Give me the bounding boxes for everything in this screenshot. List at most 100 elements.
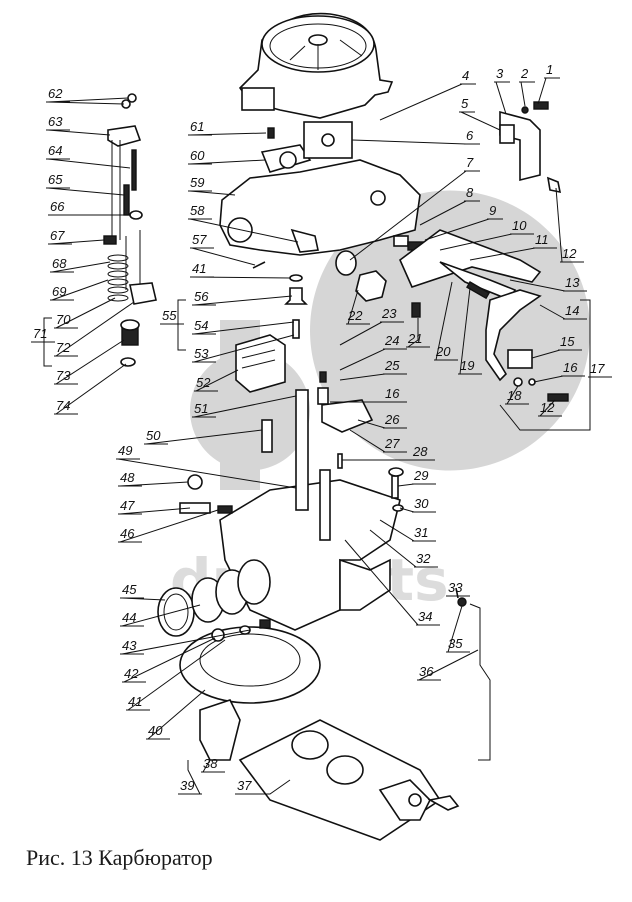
callout-10: 10 <box>510 218 534 235</box>
callout-number: 13 <box>565 275 580 290</box>
callout-number: 26 <box>384 412 400 427</box>
accelerator-pump-assembly <box>103 93 157 367</box>
callout-number: 46 <box>120 526 135 541</box>
callout-26: 26 <box>383 412 407 429</box>
callout-41: 41 <box>190 261 214 278</box>
callout-45: 45 <box>120 582 144 599</box>
callout-number: 31 <box>414 525 428 540</box>
callout-number: 12 <box>562 246 577 261</box>
callout-number: 58 <box>190 203 205 218</box>
callout-number: 47 <box>120 498 135 513</box>
carburetor-cover <box>219 121 421 256</box>
callout-14: 14 <box>563 303 587 320</box>
callout-25: 25 <box>383 358 407 375</box>
callout-number: 29 <box>413 468 428 483</box>
callout-27: 27 <box>383 436 407 453</box>
bracket-assembly <box>499 101 562 194</box>
callout-number: 11 <box>535 232 549 247</box>
callout-38: 38 <box>201 756 225 773</box>
callout-63: 63 <box>46 114 70 131</box>
callout-number: 14 <box>565 303 579 318</box>
callout-number: 71 <box>33 326 47 341</box>
cover-small-parts <box>252 127 569 402</box>
callout-number: 39 <box>180 778 194 793</box>
figure-caption: Рис. 13 Карбюратор <box>26 845 213 870</box>
callout-12: 12 <box>560 246 584 263</box>
callout-44: 44 <box>120 610 144 627</box>
callout-1: 1 <box>544 62 560 79</box>
callout-64: 64 <box>46 143 70 160</box>
callout-48: 48 <box>118 470 142 487</box>
callout-number: 73 <box>56 368 71 383</box>
callout-number: 49 <box>118 443 132 458</box>
callout-number: 45 <box>122 582 137 597</box>
callout-number: 38 <box>203 756 218 771</box>
callout-69: 69 <box>50 284 74 301</box>
callout-56: 56 <box>192 289 216 306</box>
callout-number: 12 <box>540 400 555 415</box>
callout-70: 70 <box>54 312 78 329</box>
callout-28: 28 <box>411 444 435 461</box>
callout-51: 51 <box>192 401 216 418</box>
callout-61: 61 <box>188 119 212 136</box>
callout-39: 39 <box>178 778 202 795</box>
choke-rings <box>157 559 271 637</box>
callout-50: 50 <box>144 428 168 445</box>
callout-23: 23 <box>380 306 404 323</box>
callout-32: 32 <box>414 551 438 568</box>
callout-16: 16 <box>561 360 585 377</box>
callout-number: 36 <box>419 664 434 679</box>
callout-number: 50 <box>146 428 161 443</box>
callout-67: 67 <box>48 228 72 245</box>
callout-number: 44 <box>122 610 136 625</box>
callout-21: 21 <box>406 331 430 348</box>
callout-43: 43 <box>120 638 144 655</box>
callout-number: 2 <box>520 66 529 81</box>
callout-number: 65 <box>48 172 63 187</box>
callout-8: 8 <box>464 185 480 202</box>
callout-53: 53 <box>192 346 216 363</box>
callout-49: 49 <box>116 443 140 460</box>
callout-number: 3 <box>496 66 504 81</box>
callout-number: 55 <box>162 308 177 323</box>
callout-number: 42 <box>124 666 139 681</box>
callout-number: 57 <box>192 232 207 247</box>
callout-5: 5 <box>459 96 475 113</box>
callout-54: 54 <box>192 318 216 335</box>
callout-number: 1 <box>546 62 553 77</box>
throttle-body <box>179 619 460 841</box>
callout-42: 42 <box>122 666 146 683</box>
callout-13: 13 <box>563 275 587 292</box>
callout-number: 23 <box>381 306 397 321</box>
callout-59: 59 <box>188 175 212 192</box>
callout-33: 33 <box>446 580 470 597</box>
callout-number: 60 <box>190 148 205 163</box>
throttle-rod <box>455 587 491 761</box>
callout-number: 69 <box>52 284 66 299</box>
callout-number: 66 <box>50 199 65 214</box>
air-cleaner-housing <box>238 12 394 119</box>
callout-number: 70 <box>56 312 71 327</box>
callout-number: 16 <box>385 386 400 401</box>
callout-number: 5 <box>461 96 469 111</box>
callout-number: 30 <box>414 496 429 511</box>
leader-lines <box>33 77 591 795</box>
callout-number: 22 <box>347 308 363 323</box>
callout-20: 20 <box>434 344 458 361</box>
callout-number: 34 <box>418 609 432 624</box>
callout-68: 68 <box>50 256 74 273</box>
callout-34: 34 <box>416 609 440 626</box>
callout-72: 72 <box>54 340 78 357</box>
callout-22: 22 <box>346 308 370 325</box>
callout-number: 64 <box>48 143 62 158</box>
callout-number: 18 <box>507 388 522 403</box>
callout-71: 71 <box>31 326 55 343</box>
callout-number: 35 <box>448 636 463 651</box>
callout-60: 60 <box>188 148 212 165</box>
callout-52: 52 <box>194 375 218 392</box>
callout-number: 72 <box>56 340 71 355</box>
callout-2: 2 <box>519 66 535 83</box>
callout-number: 43 <box>122 638 137 653</box>
callout-number: 21 <box>407 331 422 346</box>
